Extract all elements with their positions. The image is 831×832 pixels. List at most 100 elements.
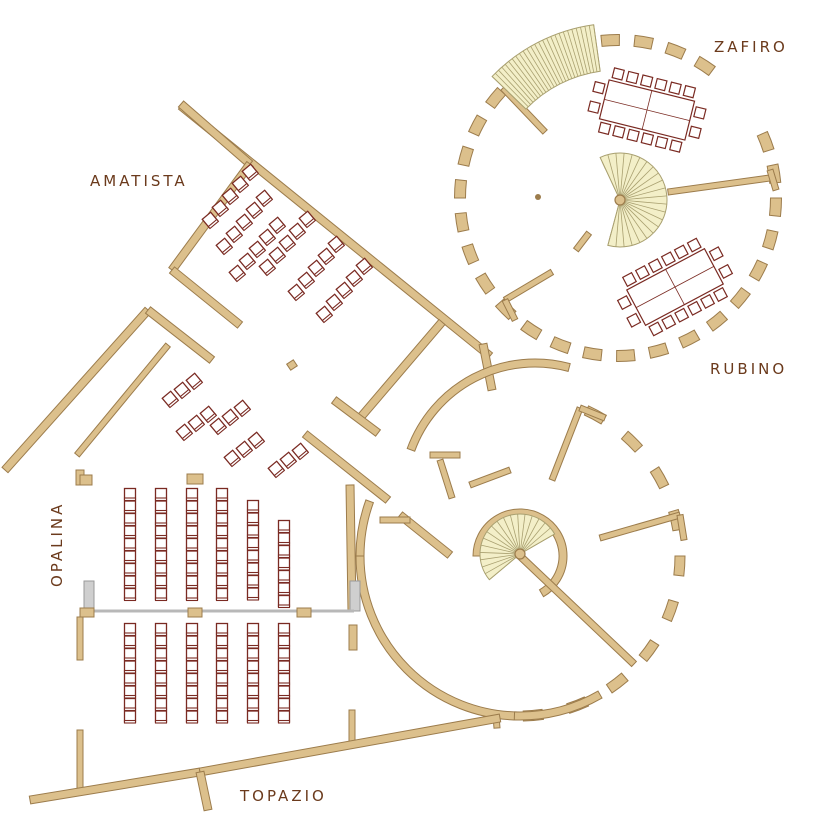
chair-icon [325,293,344,312]
stair-step [480,544,521,555]
curved-wall [678,329,701,349]
stair-step [619,154,633,201]
chair-seat [699,293,716,309]
chair-icon [686,237,702,253]
chair-back [123,509,137,514]
chair-icon [185,710,199,724]
chair-back [273,467,286,479]
chair-icon [708,246,724,262]
chair-icon [669,139,683,153]
curved-wall [633,34,654,50]
wall [76,616,84,661]
stair-step [519,53,547,93]
chair-icon [291,442,310,461]
staircases [479,24,668,581]
wall [379,516,411,524]
chair-back [154,559,168,564]
wall [429,451,461,459]
chair-icon [215,697,229,712]
chair-back [185,644,199,649]
stair-step [619,199,666,213]
stair-step [554,34,573,79]
chair-icon [215,660,229,674]
chair-icon [587,100,601,114]
curved-wall [661,599,679,623]
curved-wall [616,349,636,362]
chair-back [277,579,291,584]
stair-step [519,527,551,555]
curved-wall [705,310,729,332]
wall [168,266,244,329]
stair-step [558,33,576,78]
chair-back [304,217,317,229]
chair-back [185,682,199,687]
chair-back [331,300,344,312]
curved-staircase-icon [491,24,601,110]
stair-step [483,537,521,555]
chair-icon [246,587,260,601]
chair-icon [185,575,199,589]
chair-back [246,534,260,539]
wall [516,552,638,668]
curved-wall [406,358,571,452]
chair-back [293,290,306,302]
chair-back [167,397,180,409]
chair-back [215,597,229,602]
chair-icon [278,234,297,253]
stair-step [538,41,561,85]
stair-step [510,515,521,555]
chair-back [179,388,192,400]
chair-back [277,719,291,724]
curved-wall [664,41,687,60]
stair-step [619,172,659,201]
chair-back [215,694,229,699]
chair-icon [215,672,229,687]
stair-step [534,43,558,86]
spiral-staircase-icon [599,152,668,248]
chair-icon [154,562,168,577]
stair-step [491,76,527,110]
chair-icon [123,487,137,502]
chair-icon [688,125,702,140]
curved-wall [756,130,775,153]
wall [676,513,688,542]
chair-icon [668,81,682,95]
chair-icon [211,199,230,218]
chair-back [229,456,242,468]
chair-back [303,278,316,290]
chair-icon [215,685,229,699]
chair-back [277,657,291,662]
stair-step [567,30,582,76]
wall [356,318,446,422]
chair-icon [215,487,229,502]
chair-icon [185,587,199,602]
stair-step [619,199,654,234]
chair-icon [215,512,229,527]
curved-wall [582,346,603,362]
chair-seat [626,312,642,328]
room-label-zafiro: ZAFIRO [714,38,788,56]
stair-fill [599,152,668,248]
chair-seat [625,70,640,85]
chair-back [154,522,168,527]
chair-icon [246,524,260,539]
chair-back [185,597,199,602]
chair-icon [185,647,199,662]
chair-icon [277,647,291,662]
chair-back [215,497,229,502]
wall [177,100,254,168]
stair-step [588,25,598,72]
chair-back [215,669,229,674]
chair-back [123,597,137,602]
chair-seat [673,244,689,260]
chair-back [246,694,260,699]
stair-step [619,195,667,201]
chair-back [185,534,199,539]
chair-icon [215,500,229,514]
wall [501,298,519,322]
stair-step [619,199,633,246]
wall [76,729,84,791]
stair-step [542,39,564,83]
chair-icon [154,647,168,662]
stair-step [496,521,521,555]
